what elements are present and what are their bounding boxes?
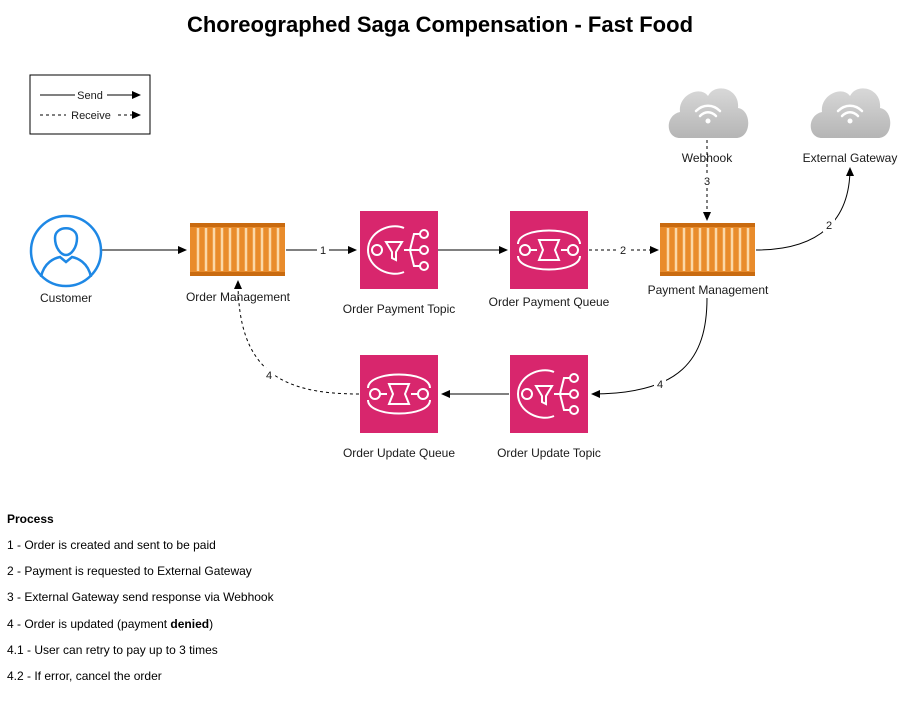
legend: Send Receive: [29, 74, 151, 135]
customer-label: Customer: [40, 291, 92, 305]
edge-label-1: 1: [320, 245, 326, 257]
order-payment-topic-node: Order Payment Topic: [343, 211, 456, 316]
order-payment-topic-label: Order Payment Topic: [343, 302, 456, 316]
edge-payment-management-to-update-topic: [591, 297, 708, 398]
process-step: 4.1 - User can retry to pay up to 3 time…: [7, 642, 218, 657]
sns-topic-icon: [517, 369, 579, 419]
edge-label-4a: 4: [657, 379, 663, 391]
process-step-emphasis: denied: [170, 616, 210, 631]
edge-label-2b: 2: [826, 220, 832, 232]
edge-label-3: 3: [704, 176, 710, 188]
order-payment-queue-node: Order Payment Queue: [489, 211, 610, 309]
process-step: 2 - Payment is requested to External Gat…: [7, 564, 252, 579]
order-management-node: Order Management: [186, 223, 291, 304]
order-management-label: Order Management: [186, 290, 291, 304]
edge-update-queue-to-order-management: [234, 280, 360, 395]
process-section: Process 1 - Order is created and sent to…: [7, 512, 507, 695]
sns-topic-icon: [367, 225, 429, 275]
edge-label-4b: 4: [266, 370, 272, 382]
edge-label-2a: 2: [620, 245, 626, 257]
cloud-wifi-icon: [810, 88, 891, 138]
process-step-text: ): [209, 616, 214, 631]
webhook-label: Webhook: [682, 151, 733, 165]
webhook-node: Webhook: [668, 88, 749, 165]
external-gateway-node: External Gateway: [803, 88, 898, 165]
edge-payment-management-to-external-gateway: [755, 167, 854, 251]
sqs-queue-icon: [367, 373, 431, 415]
process-step: 3 - External Gateway send response via W…: [7, 590, 274, 605]
container-icon: [660, 223, 755, 276]
legend-receive-label: Receive: [71, 110, 111, 122]
payment-management-node: Payment Management: [648, 223, 769, 297]
order-update-queue-label: Order Update Queue: [343, 446, 455, 460]
saga-diagram: Choreographed Saga Compensation - Fast F…: [29, 12, 898, 460]
process-step: 1 - Order is created and sent to be paid: [7, 538, 216, 552]
process-step-text: 4 - Order is updated (payment: [7, 616, 171, 631]
payment-management-label: Payment Management: [648, 283, 769, 297]
order-update-queue-node: Order Update Queue: [343, 355, 455, 460]
container-icon: [190, 223, 285, 276]
order-update-topic-node: Order Update Topic: [497, 355, 601, 460]
order-update-topic-label: Order Update Topic: [497, 446, 601, 460]
external-gateway-label: External Gateway: [803, 151, 898, 165]
legend-send-label: Send: [77, 90, 103, 102]
sqs-queue-icon: [517, 229, 581, 271]
order-payment-queue-label: Order Payment Queue: [489, 295, 610, 309]
diagram-title: Choreographed Saga Compensation - Fast F…: [187, 12, 693, 37]
process-step: 4.2 - If error, cancel the order: [7, 668, 162, 683]
process-step: 4 - Order is updated (payment denied): [7, 617, 507, 643]
cloud-wifi-icon: [668, 88, 749, 138]
process-title: Process: [7, 512, 54, 526]
customer-node: Customer: [29, 214, 103, 305]
user-icon: [29, 214, 103, 288]
